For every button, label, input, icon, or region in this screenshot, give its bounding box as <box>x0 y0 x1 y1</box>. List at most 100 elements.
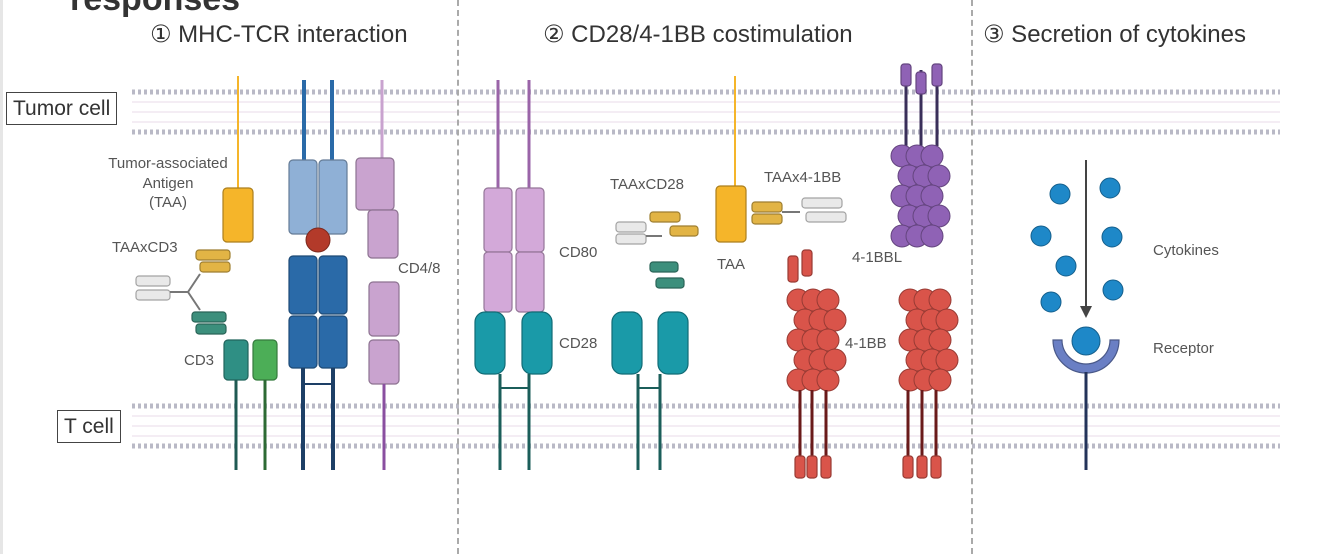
peptide-antigen <box>305 227 331 253</box>
41bb-b-tail <box>930 455 942 479</box>
41bb-b-subunit <box>935 308 959 332</box>
section-title-mhc-tcr: ① MHC-TCR interaction <box>150 21 408 48</box>
taax41bb-taa-arm <box>751 201 783 213</box>
taaxcd28-taa-arm-2 <box>669 225 699 237</box>
41bbl-label: 4-1BBL <box>852 249 903 266</box>
41bb-b-tail <box>902 455 914 479</box>
section-title-costimulation: ② CD28/4-1BB costimulation <box>543 21 853 48</box>
cd28-label: CD28 <box>559 335 598 352</box>
41bbl-tail-1 <box>900 63 912 87</box>
41bb-label: 4-1BB <box>845 335 887 352</box>
41bb-b-subunit <box>928 368 952 392</box>
41bb-b-subunit <box>935 348 959 372</box>
cd80-domain-2 <box>515 187 545 253</box>
taaxcd28-cd28-arm-2 <box>655 277 685 289</box>
41bb-b-tail <box>916 455 928 479</box>
cd48-label: CD4/8 <box>398 260 441 277</box>
41bbl-subunit <box>920 144 944 168</box>
taax41bb-h1 <box>801 197 843 209</box>
41bb-a-subunit <box>816 288 840 312</box>
section-divider-1 <box>457 0 459 554</box>
taaxcd3-arm-1 <box>187 273 201 293</box>
receptor-label: Receptor <box>1153 340 1214 357</box>
taaxcd3-heavy-2 <box>135 289 171 301</box>
tcr-domain-4 <box>318 315 348 369</box>
taaxcd28-h2 <box>615 233 647 245</box>
cytokine <box>1099 177 1121 199</box>
taaxcd3-taa-arm-2 <box>199 261 231 273</box>
taaxcd28-h1 <box>615 221 647 233</box>
cd80-domain-4 <box>515 251 545 313</box>
41bbl-subunit <box>920 184 944 208</box>
taaxcd3-cd3-arm-2 <box>195 323 227 335</box>
taax41bb-bb-arm-2 <box>801 249 813 277</box>
taaxcd3-arm-2 <box>187 291 201 311</box>
taax41bb-label: TAAx4-1BB <box>764 169 842 186</box>
cd28-domain-1 <box>474 311 506 375</box>
cd48-domain-3 <box>368 281 400 337</box>
tcr-domain-2 <box>318 255 348 315</box>
cytokine <box>1030 225 1052 247</box>
cd28b-domain-1 <box>611 311 643 375</box>
cytokine <box>1055 255 1077 277</box>
cd3-domain-a <box>223 339 249 381</box>
41bbl-subunit <box>920 224 944 248</box>
41bb-a-tail <box>820 455 832 479</box>
bound-cytokine <box>1071 326 1101 356</box>
taaxcd3-label: TAAxCD3 <box>112 239 178 256</box>
section-title-cytokines: ③ Secretion of cytokines <box>983 21 1246 48</box>
cd80-label: CD80 <box>559 244 598 261</box>
taaxcd28-taa-arm <box>649 211 681 223</box>
41bbl-tail-2 <box>915 71 927 95</box>
taaxcd28-label: TAAxCD28 <box>610 176 684 193</box>
41bbl-subunit <box>927 164 951 188</box>
tcr-domain-1 <box>288 255 318 315</box>
taa2-body <box>715 185 747 243</box>
cd28b-domain-2 <box>657 311 689 375</box>
page-title: responses <box>70 0 240 19</box>
mhc-domain-2 <box>318 159 348 235</box>
cd80-domain-3 <box>483 251 513 313</box>
t-cell-label: T cell <box>57 410 121 444</box>
tcr-domain-3 <box>288 315 318 369</box>
taa-body <box>222 187 254 243</box>
cytokine <box>1049 183 1071 205</box>
receptor-cup <box>1052 339 1120 374</box>
taaxcd28-cd28-arm <box>649 261 679 273</box>
cd48-domain-4 <box>368 339 400 385</box>
tumor-cell-label: Tumor cell <box>6 92 118 126</box>
41bb-a-tail <box>806 455 818 479</box>
taax41bb-bb-arm <box>787 255 799 283</box>
41bb-a-subunit <box>823 308 847 332</box>
mhc-domain-1 <box>288 159 318 235</box>
41bb-a-tail <box>794 455 806 479</box>
taax41bb-taa-arm-2 <box>751 213 783 225</box>
41bbl-subunit <box>927 204 951 228</box>
taa-label: TAA <box>717 256 746 273</box>
cd80-domain-1 <box>483 187 513 253</box>
cytokine <box>1101 226 1123 248</box>
41bb-a-subunit <box>816 368 840 392</box>
cytokine <box>1040 291 1062 313</box>
41bb-a-subunit <box>816 328 840 352</box>
41bb-b-subunit <box>928 288 952 312</box>
secretion-arrow-head <box>1080 306 1092 318</box>
taaxcd3-taa-arm <box>195 249 231 261</box>
41bb-b-subunit <box>928 328 952 352</box>
taaxcd3-heavy-1 <box>135 275 171 287</box>
taa-long-label: Tumor-associated Antigen (TAA) <box>108 155 228 211</box>
taax41bb-h2 <box>805 211 847 223</box>
cytokines-label: Cytokines <box>1153 242 1219 259</box>
41bbl-tail-3 <box>931 63 943 87</box>
cd3-label: CD3 <box>184 352 215 369</box>
left-edge <box>0 0 3 554</box>
41bb-a-subunit <box>823 348 847 372</box>
cd48-domain-2 <box>367 209 399 259</box>
cd3-domain-b <box>252 339 278 381</box>
section-divider-2 <box>971 0 973 554</box>
cytokine <box>1102 279 1124 301</box>
cd48-domain-1 <box>355 157 395 211</box>
cd28-domain-2 <box>521 311 553 375</box>
